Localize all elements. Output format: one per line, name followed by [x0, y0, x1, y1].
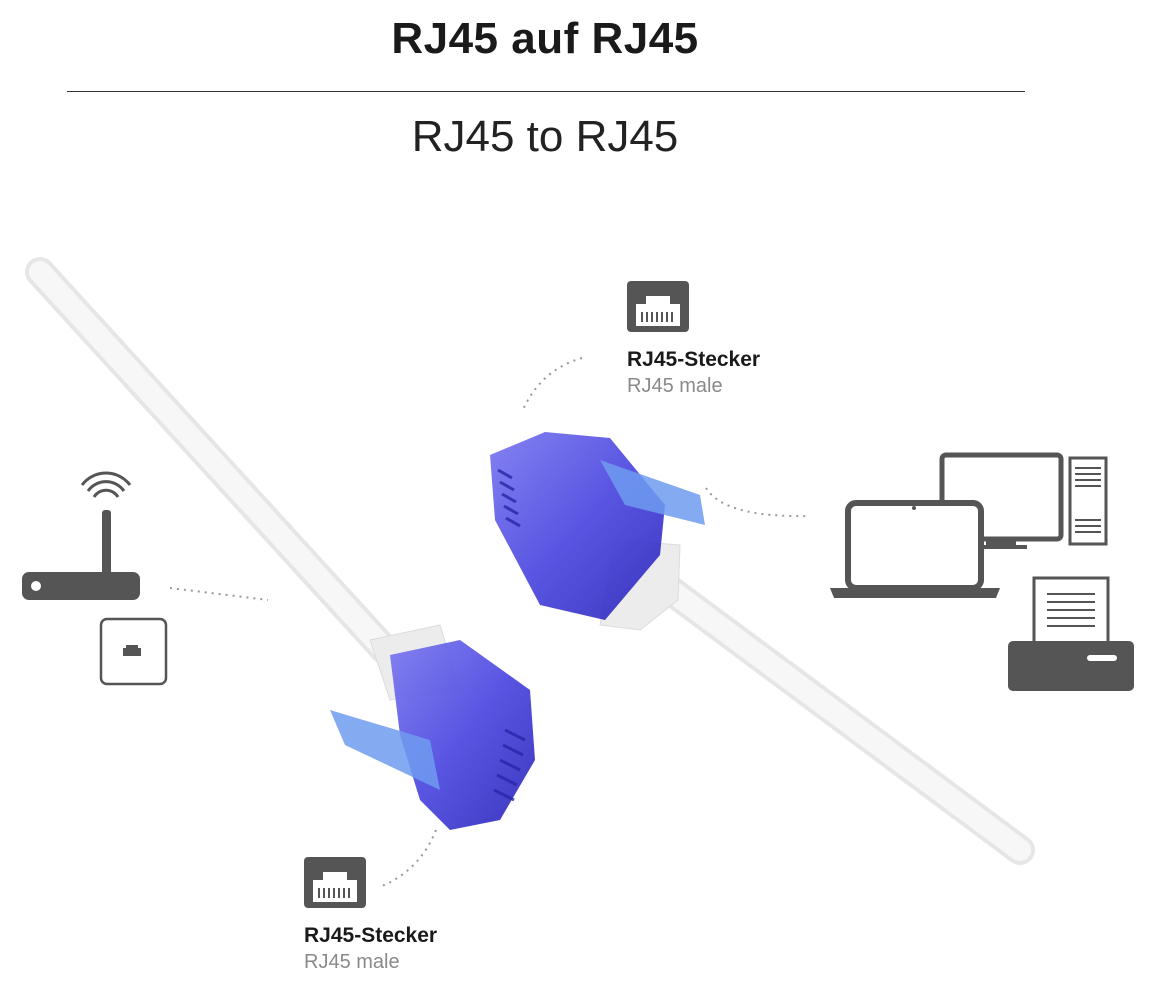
connector-name-de: RJ45-Stecker: [304, 924, 438, 947]
wall-socket-icon: [99, 617, 168, 686]
connector-name-de: RJ45-Stecker: [627, 348, 761, 371]
cable: [25, 257, 1035, 865]
connector-label-upper: RJ45-Stecker RJ45 male: [627, 348, 760, 398]
rj45-port-icon: [304, 857, 366, 908]
leader-lines: [169, 357, 811, 887]
rj45-plug-upper: [490, 432, 705, 631]
connector-name-en: RJ45 male: [304, 951, 400, 973]
connector-name-en: RJ45 male: [627, 375, 723, 397]
title-divider: [67, 91, 1025, 92]
printer-icon: [1008, 576, 1134, 691]
laptop-icon: [830, 500, 1000, 598]
page-title: RJ45 auf RJ45: [391, 14, 699, 63]
rj45-plug-lower: [330, 624, 535, 830]
tower-pc-icon: [1068, 456, 1108, 546]
rj45-port-icon: [627, 281, 689, 332]
page-subtitle: RJ45 to RJ45: [411, 112, 679, 161]
connector-label-lower: RJ45-Stecker RJ45 male: [304, 924, 437, 974]
router-icon: [22, 471, 140, 600]
